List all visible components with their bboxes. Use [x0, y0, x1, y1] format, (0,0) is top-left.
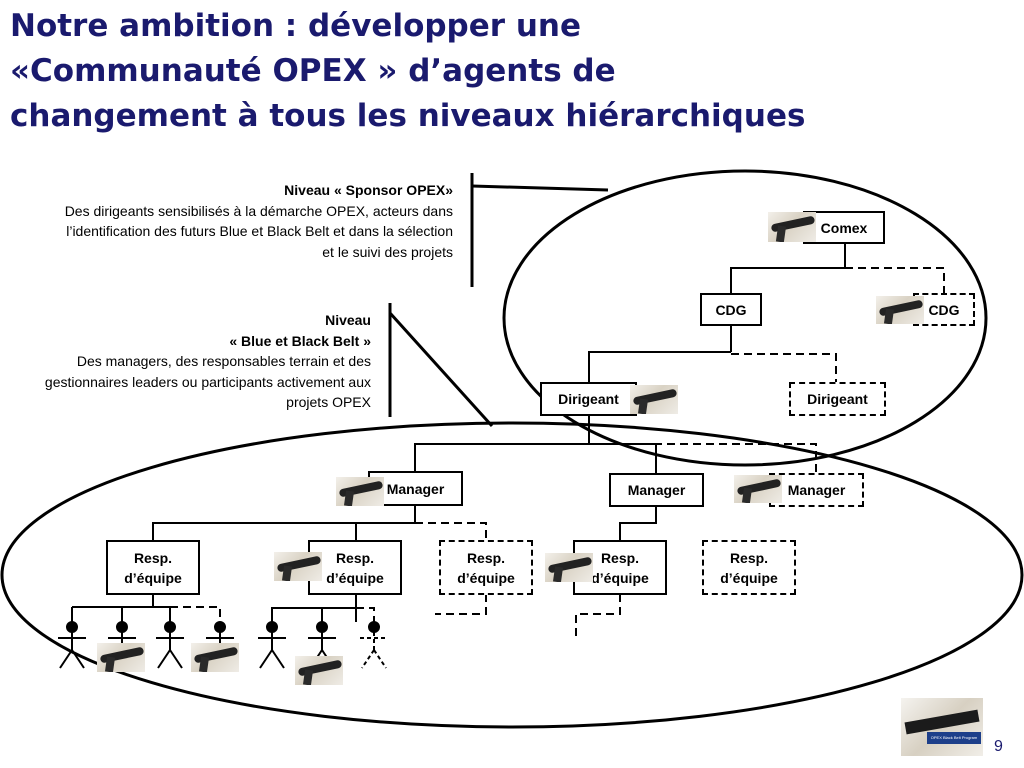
resp-label-line-1: Resp.	[466, 549, 506, 566]
black-belt-photo-icon	[97, 643, 145, 672]
belt-text: Des managers, des responsables terrain e…	[44, 353, 371, 410]
cdg-box: CDG	[700, 293, 762, 326]
slide-title: Notre ambition : développer une «Communa…	[10, 4, 1015, 139]
resp-label-line-1: Resp.	[729, 549, 769, 566]
black-belt-photo-icon	[274, 552, 322, 581]
belt-heading-line-2: « Blue et Black Belt »	[229, 332, 371, 349]
black-belt-photo-icon	[336, 477, 384, 506]
black-belt-photo-icon	[630, 385, 678, 414]
comex-box: Comex	[803, 211, 885, 244]
sponsor-connector	[471, 184, 609, 192]
black-belt-photo-icon	[768, 212, 816, 242]
dirigeant-dashed-box: Dirigeant	[789, 382, 886, 416]
resp-label-line-2: d’équipe	[591, 569, 649, 586]
black-belt-photo-icon	[545, 553, 593, 582]
black-belt-photo-icon	[191, 643, 239, 672]
resp-label-line-1: Resp.	[335, 549, 375, 566]
person-icon-5	[258, 621, 286, 669]
sponsor-heading: Niveau « Sponsor OPEX»	[284, 182, 453, 198]
resp-label-line-1: Resp.	[600, 549, 640, 566]
sponsor-level-description: Niveau « Sponsor OPEX» Des dirigeants se…	[60, 180, 453, 262]
resp-dashed-box-1: Resp. d’équipe	[439, 540, 533, 595]
belt-ellipse	[0, 421, 1024, 729]
belt-connector	[388, 311, 494, 428]
black-belt-photo-icon	[876, 296, 924, 324]
person-dashed-icon	[360, 621, 388, 669]
person-icon-3	[156, 621, 184, 669]
title-line-2: «Communauté OPEX » d’agents de	[10, 53, 616, 89]
resp-label-line-1: Resp.	[133, 549, 173, 566]
person-icon-1	[58, 621, 86, 669]
opex-program-logo: OPEX Black Belt Program	[901, 698, 983, 756]
logo-label: OPEX Black Belt Program	[927, 732, 981, 744]
sponsor-ellipse	[502, 169, 988, 467]
black-belt-photo-icon	[734, 475, 782, 503]
belt-graphic	[904, 709, 980, 735]
resp-box-2: Resp. d’équipe	[308, 540, 402, 595]
resp-label-line-2: d’équipe	[124, 569, 182, 586]
sponsor-text: Des dirigeants sensibilisés à la démarch…	[64, 202, 453, 260]
resp-label-line-2: d’équipe	[326, 569, 384, 586]
black-belt-photo-icon	[295, 656, 343, 685]
resp-dashed-box-2: Resp. d’équipe	[702, 540, 796, 595]
resp-label-line-2: d’équipe	[457, 569, 515, 586]
resp-label-line-2: d’équipe	[720, 569, 778, 586]
belt-level-description: Niveau « Blue et Black Belt » Des manage…	[6, 310, 371, 413]
manager-dashed-box: Manager	[769, 473, 864, 507]
belt-heading-line-1: Niveau	[325, 312, 371, 328]
title-line-3: changement à tous les niveaux hiérarchiq…	[10, 98, 806, 134]
resp-box-1: Resp. d’équipe	[106, 540, 200, 595]
manager-box-2: Manager	[609, 473, 704, 507]
dirigeant-box: Dirigeant	[540, 382, 637, 416]
page-number: 9	[994, 738, 1003, 755]
title-line-1: Notre ambition : développer une	[10, 8, 582, 44]
